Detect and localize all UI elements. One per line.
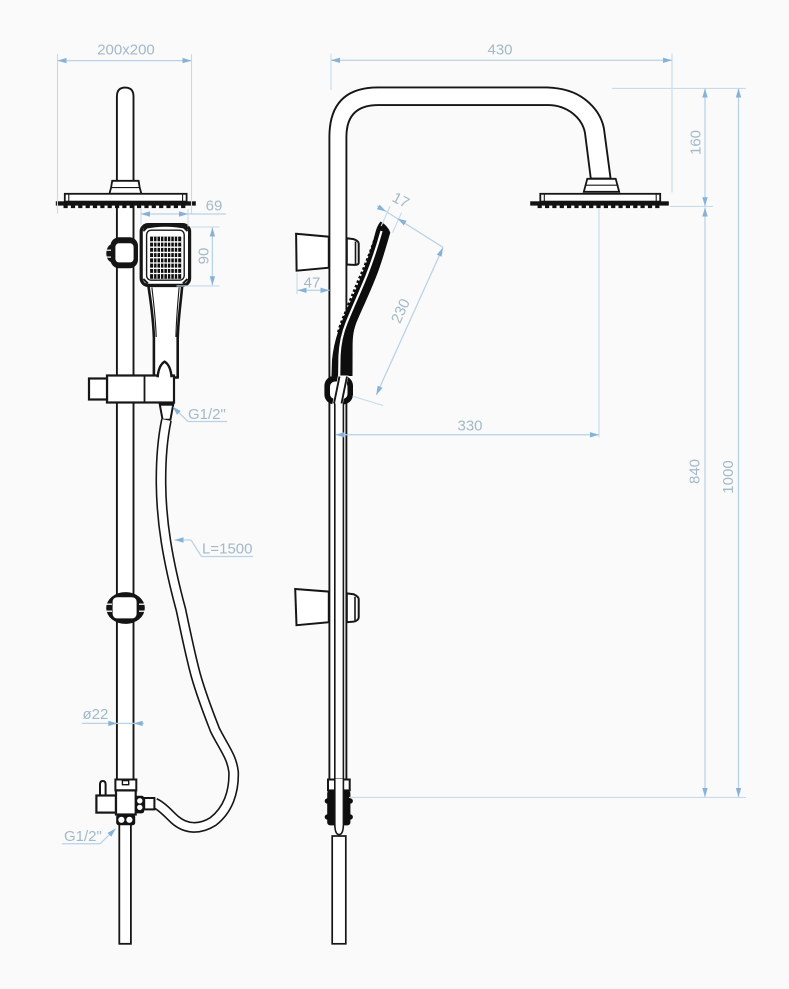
svg-text:160: 160: [688, 130, 705, 155]
svg-text:200x200: 200x200: [97, 42, 155, 59]
svg-text:L=1500: L=1500: [202, 541, 252, 558]
svg-text:330: 330: [457, 417, 482, 434]
svg-text:ø22: ø22: [83, 706, 109, 723]
svg-text:1000: 1000: [720, 460, 737, 493]
svg-text:840: 840: [687, 459, 704, 484]
svg-text:G1/2": G1/2": [64, 828, 102, 845]
svg-text:G1/2": G1/2": [188, 406, 226, 423]
svg-text:90: 90: [196, 248, 213, 265]
svg-text:47: 47: [304, 274, 321, 291]
svg-text:17: 17: [389, 189, 412, 212]
svg-text:430: 430: [487, 42, 512, 59]
svg-text:69: 69: [206, 198, 223, 215]
